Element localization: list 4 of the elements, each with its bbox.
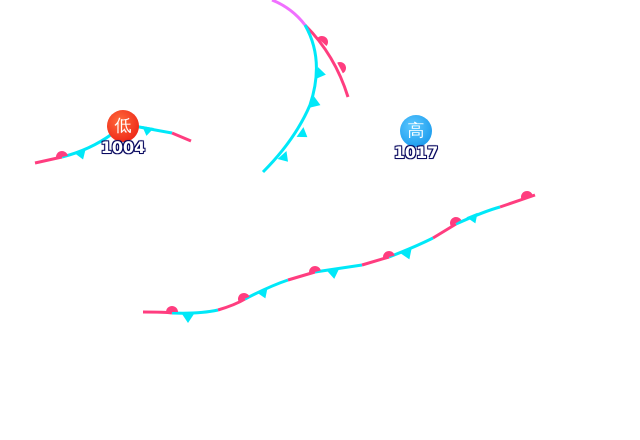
pressure-symbol: 低 — [114, 118, 132, 134]
pressure-value: 1004 — [100, 140, 146, 156]
pressure-symbol: 高 — [408, 122, 424, 140]
pressure-value: 1017 — [392, 145, 440, 161]
